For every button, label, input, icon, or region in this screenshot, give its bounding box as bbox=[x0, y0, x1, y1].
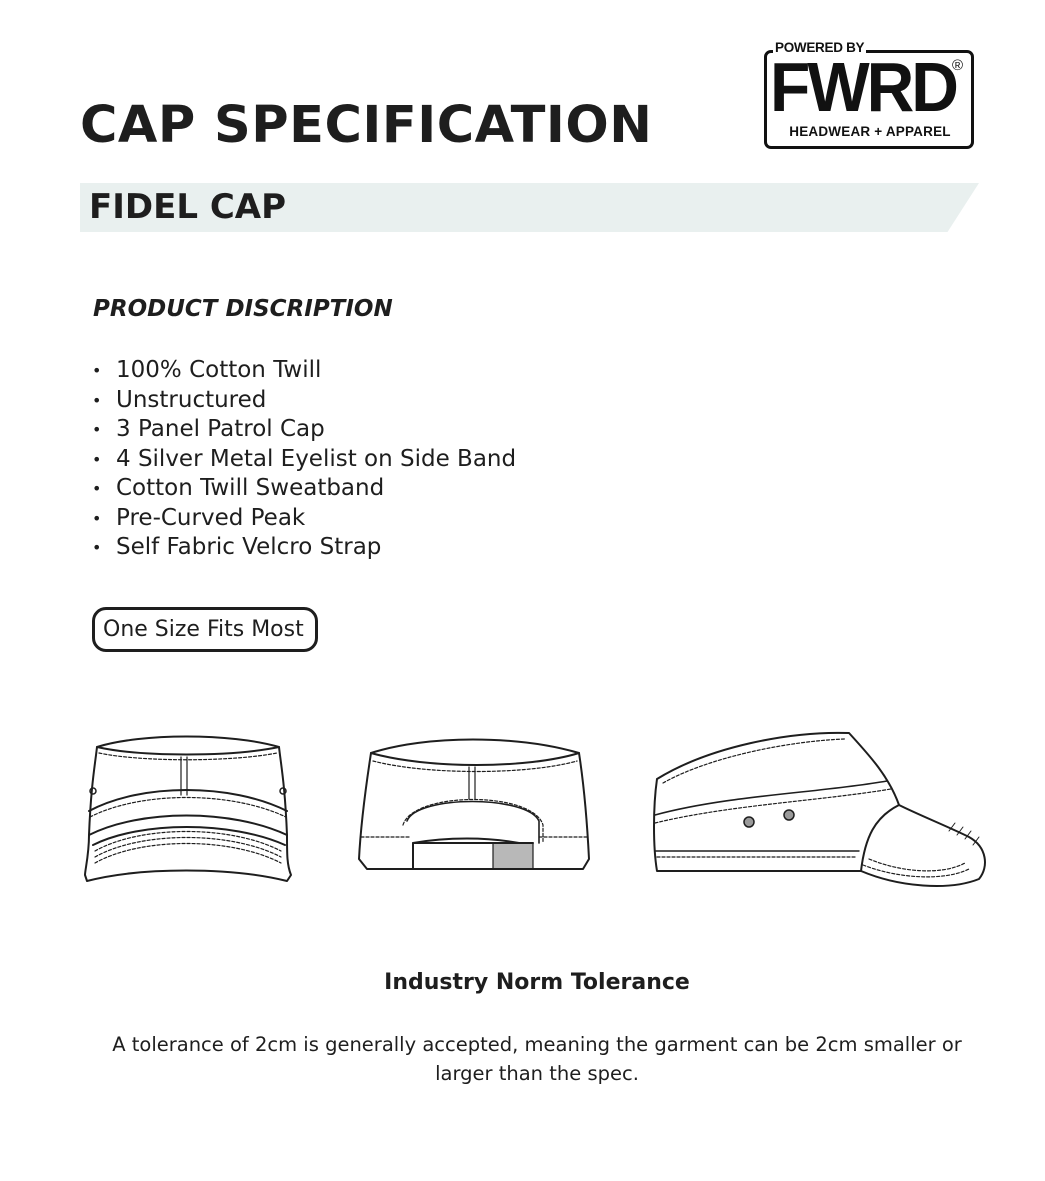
list-item: • 3 Panel Patrol Cap bbox=[92, 415, 516, 445]
back-center-seam bbox=[468, 766, 476, 800]
side-band-stitch bbox=[654, 788, 892, 824]
eyelet-icon bbox=[89, 787, 97, 795]
bullet: • bbox=[92, 361, 102, 380]
cap-back-view bbox=[358, 738, 590, 870]
list-item: • Cotton Twill Sweatband bbox=[92, 474, 516, 504]
list-item: • Unstructured bbox=[92, 386, 516, 416]
cap-front-view bbox=[84, 735, 292, 882]
bullet: • bbox=[92, 538, 102, 557]
logo-powered-by: POWERED BY bbox=[773, 40, 867, 55]
back-opening-stitch bbox=[402, 798, 544, 844]
page-title: CAP SPECIFICATION bbox=[80, 96, 653, 155]
back-opening bbox=[406, 800, 540, 844]
feature-text: Self Fabric Velcro Strap bbox=[116, 534, 382, 560]
list-item: • Pre-Curved Peak bbox=[92, 504, 516, 534]
description-heading: PRODUCT DISCRIPTION bbox=[93, 296, 393, 322]
front-center-seam bbox=[180, 756, 188, 796]
tolerance-text: A tolerance of 2cm is generally accepted… bbox=[112, 1033, 962, 1085]
tolerance-heading: Industry Norm Tolerance bbox=[384, 970, 690, 995]
bullet: • bbox=[92, 390, 102, 410]
feature-text: 3 Panel Patrol Cap bbox=[116, 416, 325, 442]
cap-side-view bbox=[653, 731, 986, 887]
feature-list: • 100% Cotton Twill • Unstructured • 3 Pane… bbox=[92, 356, 516, 563]
size-badge: One Size Fits Most bbox=[92, 607, 318, 652]
list-item: • 4 Silver Metal Eyelist on Side Band bbox=[92, 445, 516, 475]
velcro-strap bbox=[492, 842, 534, 870]
fwrd-logo: POWERED BY FWRD ® HEADWEAR + APPAREL bbox=[762, 40, 980, 156]
feature-text: 100% Cotton Twill bbox=[116, 357, 322, 383]
logo-brand: FWRD bbox=[770, 48, 959, 126]
front-band-stitch bbox=[89, 796, 287, 818]
feature-text: Pre-Curved Peak bbox=[116, 504, 306, 531]
side-visor-edge-stitch bbox=[948, 822, 980, 846]
back-strap-line bbox=[412, 842, 534, 870]
front-visor-edge bbox=[92, 826, 286, 846]
registered-mark: ® bbox=[952, 57, 964, 74]
side-band-top bbox=[654, 780, 888, 816]
side-visor bbox=[860, 804, 986, 887]
list-item: • 100% Cotton Twill bbox=[92, 356, 516, 386]
list-item: • Self Fabric Velcro Strap bbox=[92, 533, 516, 563]
feature-text: 4 Silver Metal Eyelist on Side Band bbox=[116, 445, 517, 472]
bullet: • bbox=[92, 420, 102, 439]
feature-text: Cotton Twill Sweatband bbox=[116, 475, 385, 501]
eyelet-icon bbox=[783, 809, 795, 821]
eyelet-icon bbox=[279, 787, 287, 795]
logo-border bbox=[764, 50, 974, 149]
front-band-lower bbox=[88, 814, 288, 836]
side-top-stitch bbox=[662, 738, 846, 784]
front-visor-stitch-2 bbox=[94, 836, 282, 858]
back-crown bbox=[358, 738, 590, 870]
front-top-edge bbox=[96, 746, 280, 756]
product-name: FIDEL CAP bbox=[89, 187, 287, 227]
logo-tagline: HEADWEAR + APPAREL bbox=[789, 124, 951, 139]
front-crown bbox=[84, 735, 292, 882]
bullet: • bbox=[92, 508, 102, 528]
product-name-banner bbox=[80, 183, 979, 232]
bullet: • bbox=[92, 449, 102, 469]
side-visor-stitch bbox=[862, 858, 970, 878]
back-top-stitch bbox=[372, 760, 578, 773]
feature-text: Unstructured bbox=[116, 386, 267, 413]
front-visor-stitch-1 bbox=[94, 830, 282, 852]
eyelet-icon bbox=[743, 816, 755, 828]
front-visor-stitch-3 bbox=[94, 842, 282, 864]
back-top-edge bbox=[370, 752, 580, 766]
side-crown bbox=[653, 731, 900, 872]
cap-drawings bbox=[84, 731, 986, 887]
front-band bbox=[88, 789, 288, 812]
bullet: • bbox=[92, 479, 102, 498]
